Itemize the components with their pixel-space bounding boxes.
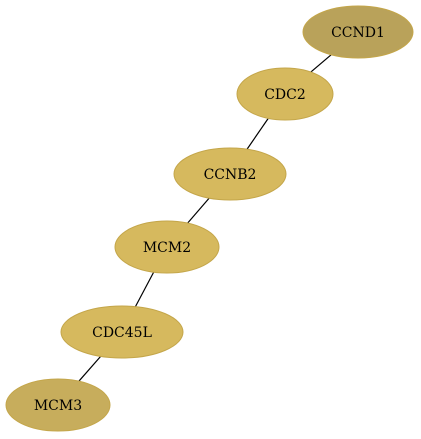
node-label-mcm2: MCM2 — [143, 240, 191, 256]
node-ccnb2[interactable]: CCNB2 — [173, 147, 287, 201]
node-cdc45l[interactable]: CDC45L — [60, 305, 184, 359]
edge-layer — [78, 54, 332, 382]
edge-ccnb2-mcm2 — [187, 197, 210, 224]
node-ellipse-cdc2 — [236, 67, 334, 121]
node-label-ccnb2: CCNB2 — [204, 167, 257, 183]
node-label-cdc45l: CDC45L — [92, 325, 152, 341]
node-label-ccnd1: CCND1 — [331, 25, 385, 41]
node-mcm3[interactable]: MCM3 — [5, 378, 111, 432]
node-mcm2[interactable]: MCM2 — [114, 220, 220, 274]
node-ccnd1[interactable]: CCND1 — [302, 5, 414, 59]
node-ellipse-ccnd1 — [302, 5, 414, 59]
node-ellipse-ccnb2 — [173, 147, 287, 201]
node-label-cdc2: CDC2 — [264, 87, 306, 103]
edge-cdc2-ccnb2 — [246, 118, 269, 150]
node-ellipse-mcm2 — [114, 220, 220, 274]
node-ellipse-mcm3 — [5, 378, 111, 432]
node-cdc2[interactable]: CDC2 — [236, 67, 334, 121]
node-label-mcm3: MCM3 — [34, 398, 82, 414]
node-ellipse-cdc45l — [60, 305, 184, 359]
edge-mcm2-cdc45l — [134, 271, 155, 307]
edge-ccnd1-cdc2 — [310, 54, 332, 73]
edge-cdc45l-mcm3 — [78, 355, 102, 382]
